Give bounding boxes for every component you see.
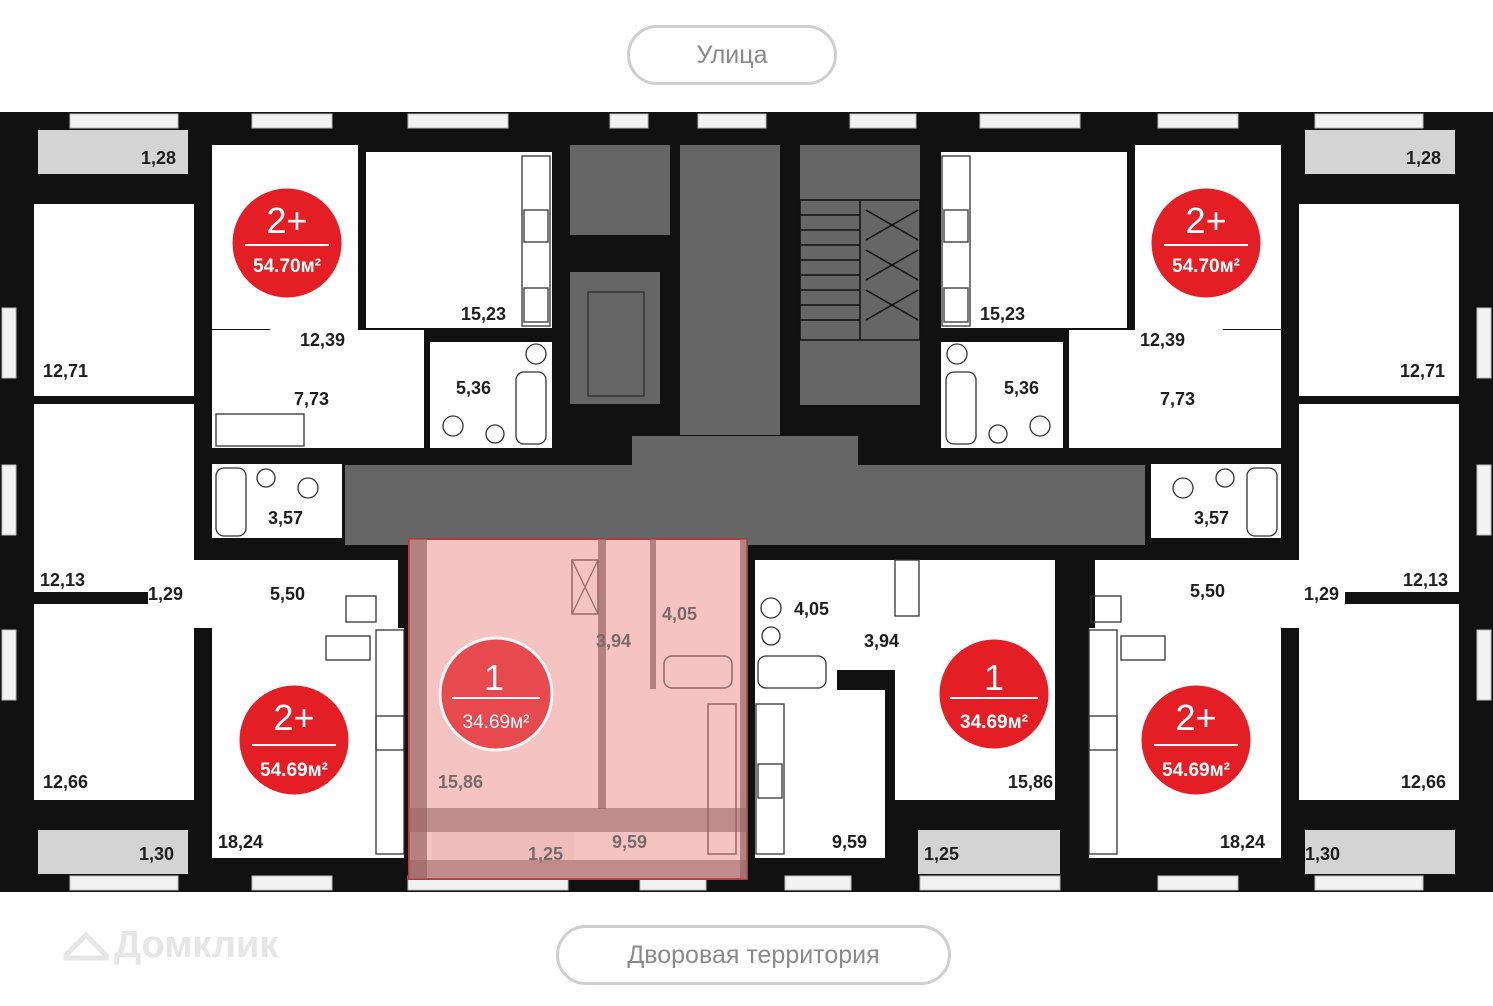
apartment-badge[interactable]: 2+ 54.69м² [1138,682,1254,798]
rooms-count: 2+ [273,697,314,738]
rooms-count: 2+ [1185,200,1226,241]
apartment-badge[interactable]: 2+ 54.69м² [236,682,352,798]
area-label: 1,25 [528,844,563,864]
area-label: 4,05 [662,604,697,624]
apartment-badge-selected[interactable]: 1 34.69м² [438,636,554,752]
area-label: 7,73 [1160,389,1195,409]
area-label: 1,28 [1406,148,1441,168]
area-label: 4,05 [794,599,829,619]
area-label: 1,28 [141,148,176,168]
area-label: 18,24 [1220,832,1265,852]
apartment-badge[interactable]: 2+ 54.70м² [229,185,345,301]
area-label: 12,13 [40,570,85,590]
area-label: 12,71 [1400,361,1445,381]
area-label: 5,36 [456,378,491,398]
apartment-area: 34.69м² [960,712,1028,733]
area-label: 3,94 [596,631,631,651]
area-label: 5,36 [1004,378,1039,398]
windows [1,113,1492,891]
fixtures [215,155,1278,855]
watermark: Домклик [63,924,279,966]
area-label: 1,29 [148,584,183,604]
area-label: 9,59 [832,832,867,852]
area-label: 18,24 [218,832,263,852]
rooms-count: 2+ [1175,697,1216,738]
area-label: 12,13 [1403,570,1448,590]
rooms-count: 1 [484,657,504,698]
rooms-count: 2+ [266,200,307,241]
apartment-area: 54.70м² [253,256,321,277]
area-label: 5,50 [1190,581,1225,601]
stairs [799,199,921,341]
area-label: 5,50 [270,584,305,604]
area-label: 12,39 [1140,330,1185,350]
apartment-area: 54.69м² [1162,760,1230,781]
area-label: 3,57 [1194,508,1229,528]
watermark-text: Домклик [114,924,279,966]
area-label: 1,25 [924,844,959,864]
area-label: 15,86 [1008,772,1053,792]
area-label: 15,23 [461,304,506,324]
area-label: 15,23 [980,304,1025,324]
courtyard-label: Дворовая территория [556,925,951,985]
apartment-badge[interactable]: 1 34.69м² [936,636,1052,752]
area-label: 12,39 [300,330,345,350]
apartment-area: 54.70м² [1172,256,1240,277]
apartment-area: 34.69м² [463,712,530,733]
elevator-shaft [587,291,645,397]
apartment-area: 54.69м² [260,760,328,781]
area-label: 1,30 [1305,844,1340,864]
area-label: 12,71 [43,361,88,381]
area-label: 12,66 [1401,772,1446,792]
room-area-labels: 1,28 15,23 12,39 12,71 7,73 5,36 1,28 15… [40,148,1448,864]
area-label: 15,86 [438,772,483,792]
rooms-count: 1 [984,657,1004,698]
area-label: 7,73 [294,389,329,409]
area-label: 3,94 [864,631,899,651]
area-label: 12,66 [43,772,88,792]
area-label: 1,29 [1304,584,1339,604]
street-label: Улица [627,25,837,85]
apartment-badge[interactable]: 2+ 54.70м² [1148,185,1264,301]
selected-apartment[interactable] [408,538,748,880]
area-label: 9,59 [612,832,647,852]
rooms [34,145,1459,858]
area-label: 1,30 [139,844,174,864]
area-label: 3,57 [268,508,303,528]
